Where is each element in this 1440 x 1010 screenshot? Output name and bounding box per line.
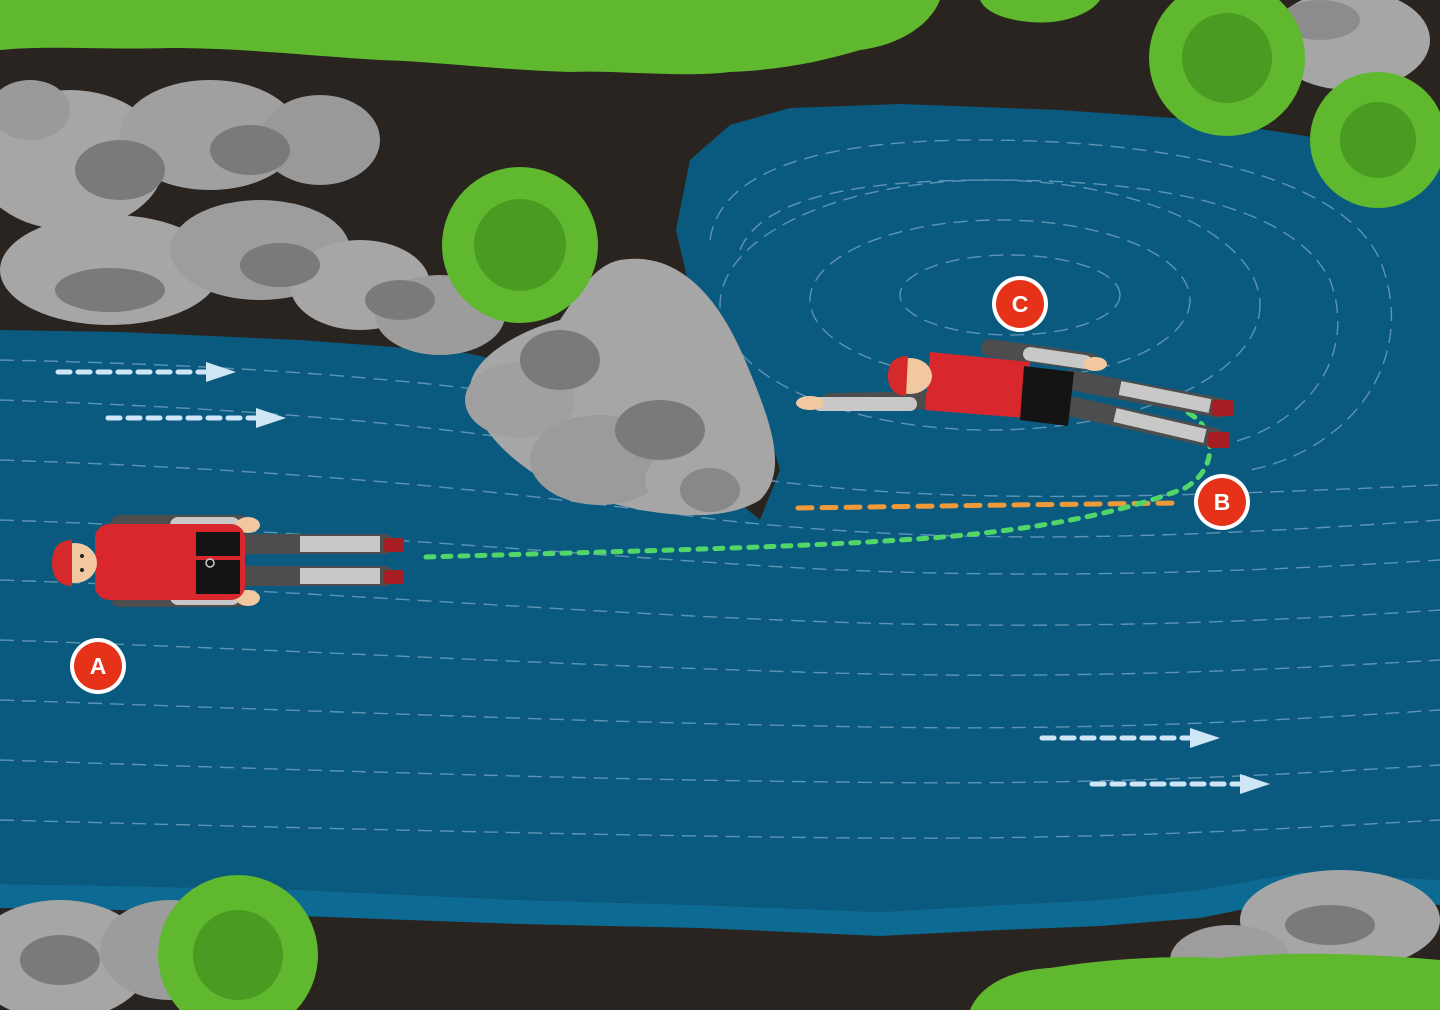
marker-a-label: A	[90, 653, 107, 679]
current-arrow-icon	[1089, 774, 1270, 794]
marker-c-label: C	[1012, 291, 1029, 317]
swimmer-a	[52, 515, 404, 607]
river-shore-strip	[0, 872, 1440, 936]
marker-c: C	[992, 276, 1048, 332]
swimmer-c	[796, 339, 1234, 448]
marker-a: A	[70, 638, 126, 694]
bush-icon	[0, 0, 940, 75]
current-arrows	[55, 362, 1270, 794]
rock-icon	[260, 95, 380, 185]
marker-b: B	[1194, 474, 1250, 530]
current-arrow-icon	[55, 362, 236, 382]
rock-cluster-upper-right	[1270, 0, 1430, 90]
current-arrow-icon	[105, 408, 286, 428]
rock-icon	[0, 80, 70, 140]
current-arrow-icon	[1039, 728, 1220, 748]
bush-icon	[970, 953, 1440, 1010]
rock-cluster-midstream	[465, 258, 776, 516]
orange-ferry-path	[795, 500, 1183, 511]
marker-b-label: B	[1214, 489, 1231, 515]
